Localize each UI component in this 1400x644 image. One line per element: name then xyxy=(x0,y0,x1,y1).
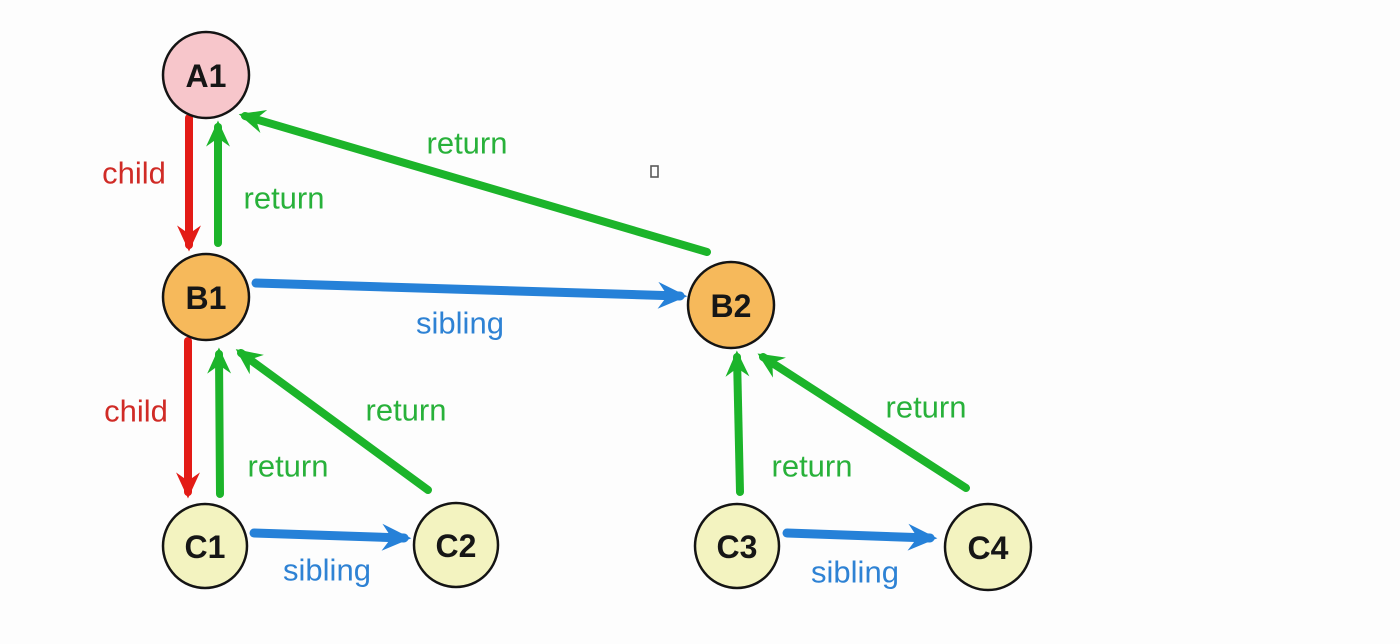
node-label-C1: C1 xyxy=(185,529,226,565)
edge-return-B2-A1 xyxy=(238,110,711,256)
edge-label-sibling-3: sibling xyxy=(416,306,504,341)
edge-return-C4-B2 xyxy=(757,353,970,492)
node-B2 xyxy=(686,260,776,350)
node-label-A1: A1 xyxy=(186,58,227,94)
edge-return-C3-B2 xyxy=(725,350,750,496)
edge-sibling-B1-B2 xyxy=(251,278,688,309)
cursor-artifact xyxy=(650,165,659,178)
edge-return-C2-B1 xyxy=(235,349,432,494)
edge-label-return-1: return xyxy=(244,181,325,216)
edge-label-return-8: return xyxy=(772,449,853,484)
edge-label-sibling-7: sibling xyxy=(283,553,371,588)
node-label-C2: C2 xyxy=(436,528,477,564)
edge-label-child-4: child xyxy=(104,394,168,429)
node-label-B1: B1 xyxy=(186,280,227,316)
node-C4 xyxy=(943,502,1033,592)
node-C3 xyxy=(693,502,781,590)
edge-label-return-6: return xyxy=(366,393,447,428)
edge-label-sibling-10: sibling xyxy=(811,555,899,590)
node-C1 xyxy=(161,502,249,590)
node-label-B2: B2 xyxy=(711,288,752,324)
edge-label-return-9: return xyxy=(886,390,967,425)
edge-label-return-5: return xyxy=(248,449,329,484)
node-C2 xyxy=(412,501,500,589)
edge-label-child-0: child xyxy=(102,156,166,191)
node-label-C4: C4 xyxy=(968,530,1009,566)
edge-return-C1-B1 xyxy=(207,347,232,498)
edge-label-return-2: return xyxy=(427,126,508,161)
node-B1 xyxy=(161,252,251,342)
edge-sibling-C1-C2 xyxy=(249,523,412,551)
node-A1 xyxy=(161,30,251,120)
node-label-C3: C3 xyxy=(717,529,758,565)
edge-sibling-C3-C4 xyxy=(782,523,938,551)
